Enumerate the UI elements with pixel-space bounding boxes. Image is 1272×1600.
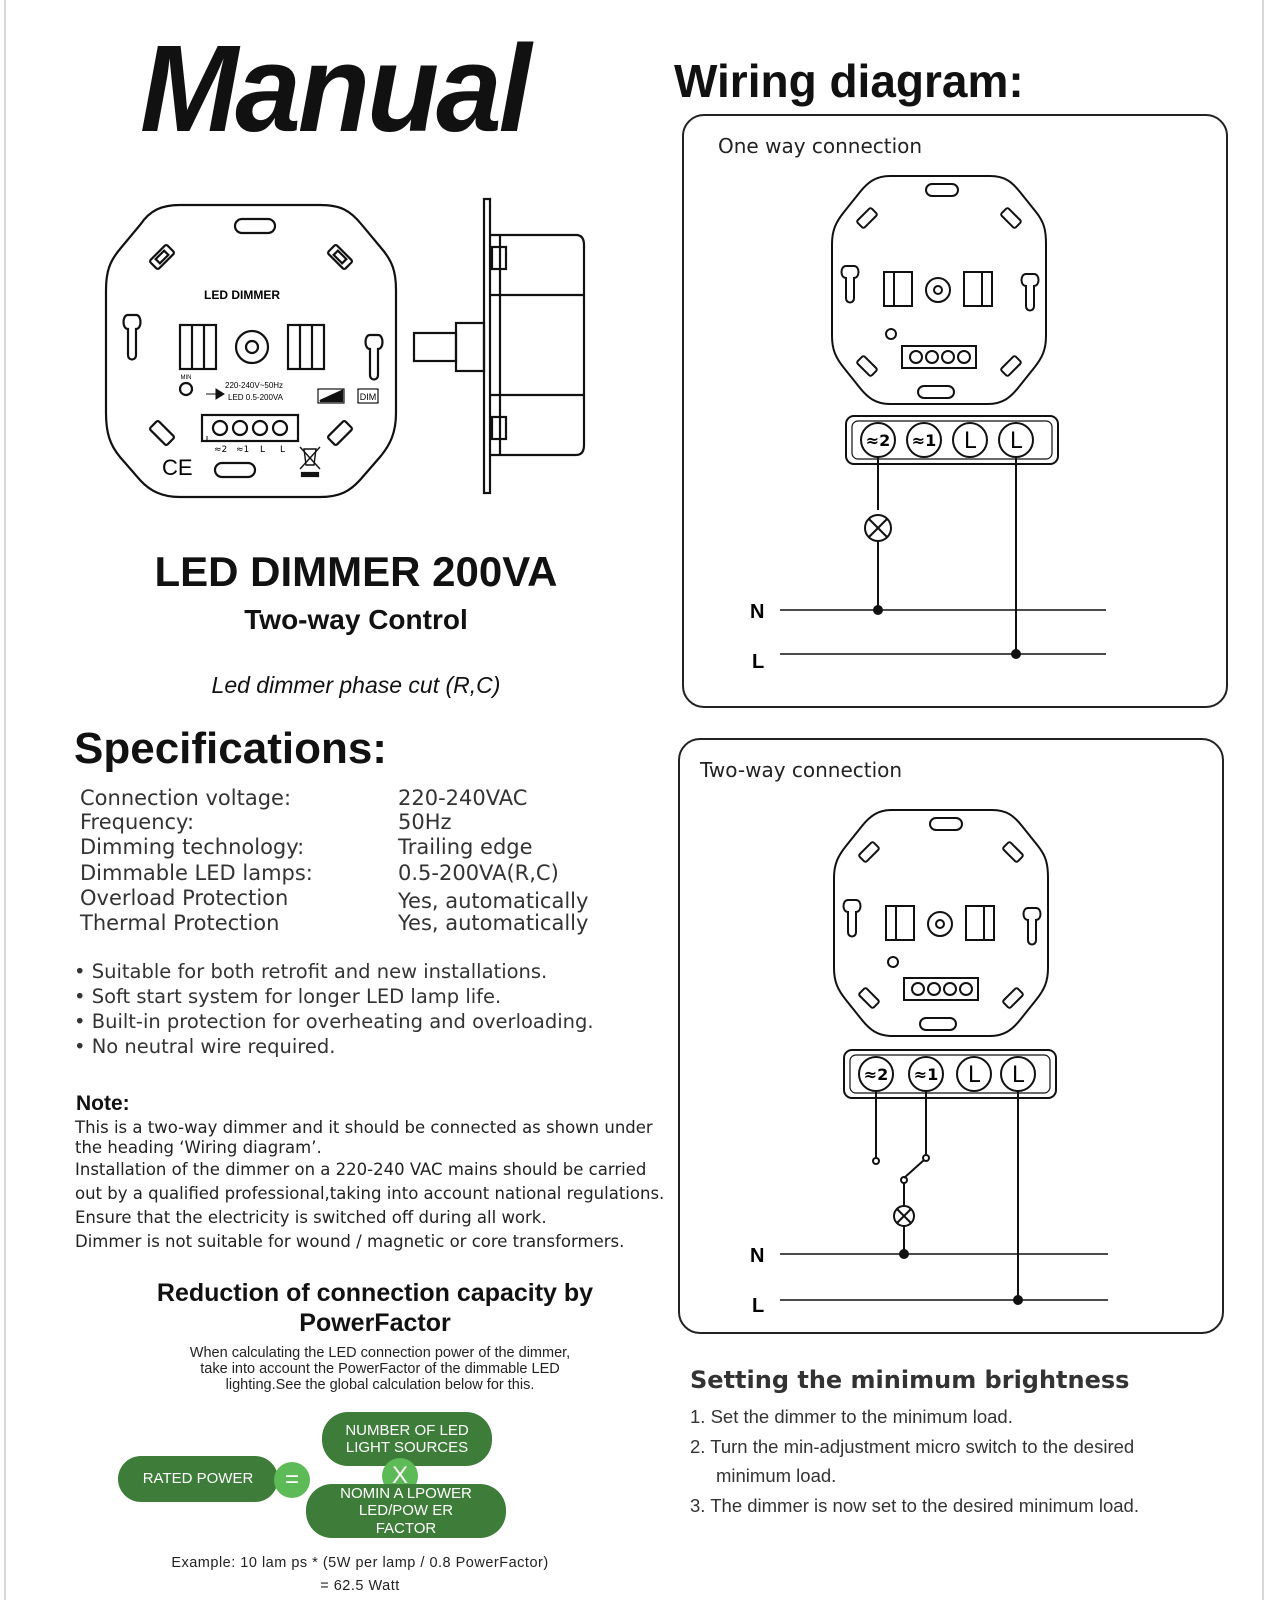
rated-power-pill: RATED POWER [118,1456,278,1502]
spec-row: Connection voltage:220-240VAC [80,786,528,810]
equals-circle: = [274,1462,310,1498]
example-calculation: Example: 10 lam ps * (5W per lamp / 0.8 … [171,1555,549,1595]
terminal-label: ≈1 [914,1065,939,1084]
list-item: 2. Turn the min-adjustment micro switch … [690,1435,1135,1457]
note-text: This is a two-way dimmer and it should b… [75,1118,665,1251]
device-label: LED DIMMER [204,288,280,302]
nominal-power-pill: NOMIN A LPOWER LED/POW ER FACTOR [306,1484,506,1538]
list-item: Soft start system for longer LED lamp li… [74,985,594,1010]
device-illustration: LED DIMMER 220-240V~50Hz LED 0.5-200VA D… [104,197,586,499]
reduction-text: When calculating the LED connection powe… [189,1345,571,1393]
list-item: minimum load. [716,1465,837,1486]
device-dim-label: DIM [360,392,377,402]
product-type: Led dimmer phase cut (R,C) [211,672,501,698]
list-item: Suitable for both retrofit and new insta… [74,960,594,985]
two-way-connection-label: Two-way connection [700,758,903,782]
device-rating-voltage: 220-240V~50Hz [225,381,283,390]
product-subtitle: Two-way Control [244,604,468,635]
ce-mark: CE [162,455,193,480]
reduction-title: Reduction of connection capacity by Powe… [156,1279,594,1337]
spec-row: Dimming technology:Trailing edge [80,835,533,859]
one-way-connection-box [682,114,1228,708]
one-way-connection-label: One way connection [718,134,923,158]
terminal-label: ≈1 [912,431,937,450]
manual-title: Manual [140,19,531,159]
product-title: LED DIMMER 200VA [154,548,558,595]
two-way-wiring-diagram: ≈2 ≈1 L L N L [750,809,1108,1317]
two-way-connection-box [678,738,1224,1334]
list-item: 1. Set the dimmer to the minimum load. [690,1406,1013,1427]
number-of-light-sources-pill: NUMBER OF LED LIGHT SOURCES [322,1412,492,1466]
feature-list: Suitable for both retrofit and new insta… [74,960,594,1060]
device-terminal-1: ≈2 [214,445,227,455]
note-title: Note: [76,1092,130,1115]
spec-row: Frequency:50Hz [80,810,452,834]
terminal-label: L [964,429,977,454]
device-terminal-4: L [280,445,285,455]
terminal-label: L [1010,429,1023,454]
terminal-label: L [968,1063,981,1088]
neutral-label: N [750,601,764,623]
device-rating-led: LED 0.5-200VA [228,393,284,402]
page-right-edge [1262,0,1264,1600]
specifications-title: Specifications: [74,724,387,773]
wiring-diagram-title: Wiring diagram: [674,55,1024,107]
minimum-brightness-steps: 1. Set the dimmer to the minimum load. 2… [690,1402,1139,1520]
minimum-brightness-title: Setting the minimum brightness [690,1366,1130,1394]
list-item: No neutral wire required. [74,1035,594,1060]
device-terminal-2: ≈1 [236,445,249,455]
one-way-wiring-diagram: ≈2 ≈1 L L N L [750,175,1106,673]
list-item: Built-in protection for overheating and … [74,1010,594,1035]
live-label: L [752,1295,764,1317]
spec-row: Dimmable LED lamps:0.5-200VA(R,C) [80,861,559,885]
terminal-label: ≈2 [866,431,891,450]
terminal-label: ≈2 [864,1065,889,1084]
page-left-edge [4,0,6,1600]
device-min-label: MIN [181,375,192,381]
neutral-label: N [750,1245,764,1267]
device-terminal-3: L [260,445,265,455]
list-item: 3. The dimmer is now set to the desired … [690,1494,1139,1516]
live-label: L [752,651,764,673]
terminal-label: L [1012,1063,1025,1088]
